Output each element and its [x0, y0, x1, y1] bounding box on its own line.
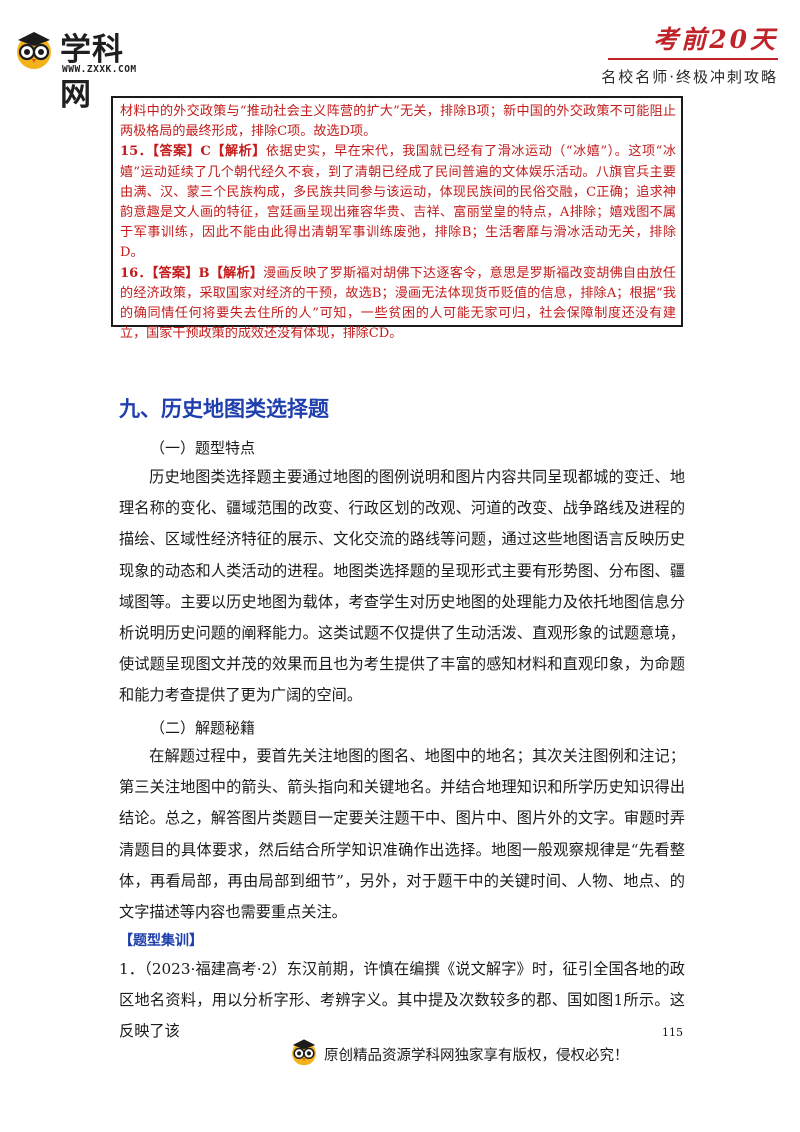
- copyright-notice: 原创精品资源学科网独家享有版权，侵权必究！: [324, 1048, 629, 1064]
- owl-mascot-icon: [292, 1039, 316, 1066]
- page-number: 115: [662, 1026, 683, 1039]
- logo-name: 学科网: [60, 32, 124, 113]
- section-title: 九、历史地图类选择题: [119, 397, 329, 421]
- tips-paragraph-text: 在解题过程中，要首先关注地图的图名、地图中的地名；其次关注图例和注记；第三关注地…: [119, 747, 685, 922]
- page-header: 学科网 WWW.ZXXK.COM 考前20天 名校名师·终极冲刺攻略: [0, 0, 800, 113]
- answer-16: 16．【答案】B【解析】漫画反映了罗斯福对胡佛下达逐客令，意思是罗斯福改变胡佛自…: [120, 264, 676, 345]
- features-paragraph-text: 历史地图类选择题主要通过地图的图例说明和图片内容共同呈现都城的变迁、地理名称的变…: [119, 468, 685, 705]
- subheading-question-features: （一）题型特点: [150, 439, 256, 457]
- slogan-title: 考前20天: [653, 25, 778, 54]
- brand-logo[interactable]: 学科网 WWW.ZXXK.COM: [14, 22, 154, 113]
- answer-16-text: 漫画反映了罗斯福对胡佛下达逐客令，意思是罗斯福改变胡佛自由放任的经济政策，采取国…: [120, 265, 676, 342]
- features-paragraph: 历史地图类选择题主要通过地图的图例说明和图片内容共同呈现都城的变迁、地理名称的变…: [119, 462, 685, 712]
- logo-url: WWW.ZXXK.COM: [62, 64, 137, 75]
- answer-explanation-box: 材料中的外交政策与“推动社会主义阵营的扩大”无关，排除B项；新中国的外交政策不可…: [111, 96, 683, 341]
- slogan-divider: [608, 58, 778, 60]
- slogan: 考前20天 名校名师·终极冲刺攻略: [601, 20, 778, 87]
- subheading-solving-tips: （二）解题秘籍: [150, 719, 256, 737]
- question-1: 1．（2023·福建高考·2）东汉前期，许慎在编撰《说文解字》时，征引全国各地的…: [119, 960, 685, 1041]
- tips-paragraph: 在解题过程中，要首先关注地图的图名、地图中的地名；其次关注图例和注记；第三关注地…: [119, 741, 685, 928]
- owl-mascot-icon: [17, 32, 51, 69]
- answer-continuation: 材料中的外交政策与“推动社会主义阵营的扩大”无关，排除B项；新中国的外交政策不可…: [120, 104, 676, 140]
- slogan-subtitle: 名校名师·终极冲刺攻略: [601, 68, 778, 86]
- drill-label: 【题型集训】: [119, 933, 203, 949]
- answer-16-label: 16．【答案】B【解析】: [120, 265, 264, 281]
- answer-15: 15．【答案】C【解析】依据史实，早在宋代，我国就已经有了滑冰运动（“冰嬉”）。…: [120, 142, 676, 263]
- answer-15-text: 依据史实，早在宋代，我国就已经有了滑冰运动（“冰嬉”）。这项“冰嬉”运动延续了几…: [120, 144, 677, 261]
- answer-15-label: 15．【答案】C【解析】: [120, 144, 266, 160]
